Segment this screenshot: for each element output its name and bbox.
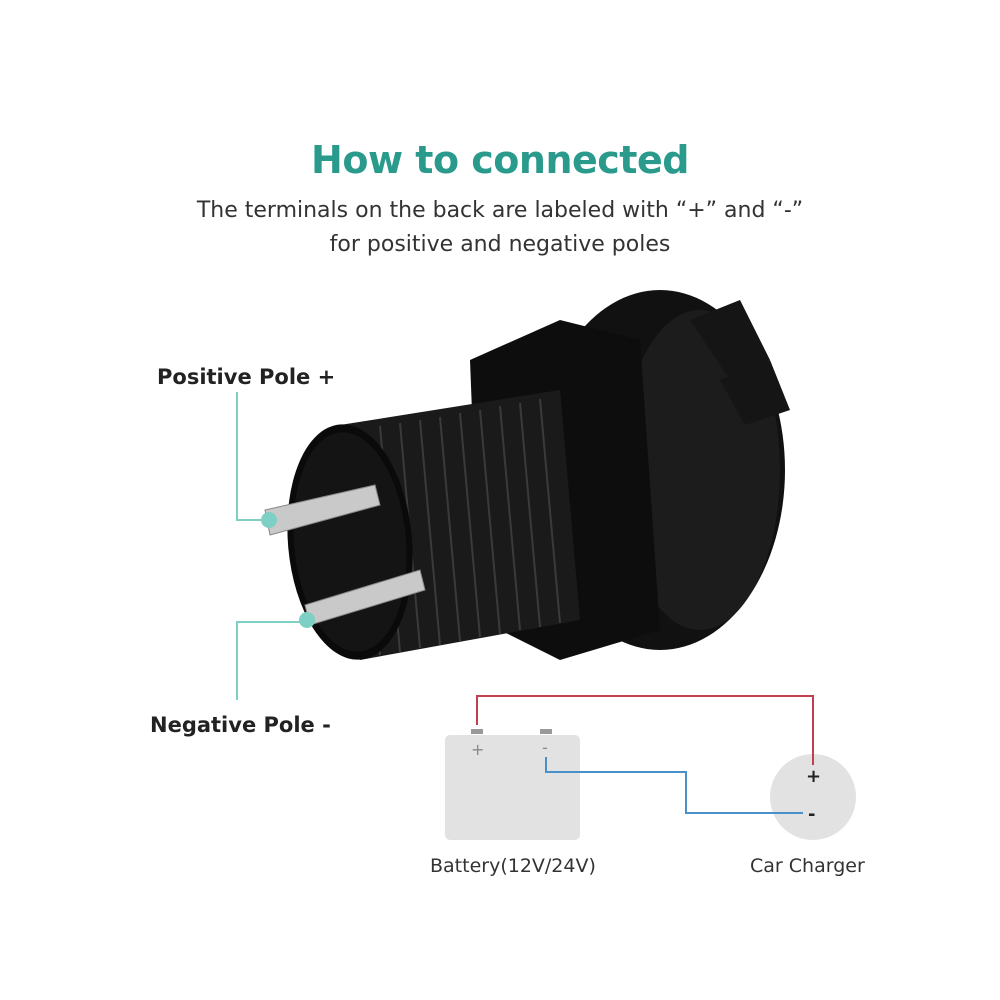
charger-label: Car Charger <box>750 855 865 877</box>
charger-plus-sign: + <box>806 766 821 787</box>
callout-lines <box>236 392 306 700</box>
battery-minus-sign: - <box>542 738 548 757</box>
negative-pole-label: Negative Pole - <box>150 713 331 737</box>
battery-negative-terminal <box>540 729 552 734</box>
negative-wire <box>545 757 803 814</box>
negative-callout-dot <box>299 612 315 628</box>
positive-pole-label: Positive Pole + <box>157 365 336 389</box>
battery-positive-terminal <box>471 729 483 734</box>
subtitle-line-1: The terminals on the back are labeled wi… <box>196 198 804 223</box>
battery-plus-sign: + <box>471 740 484 759</box>
page-title: How to connected <box>311 138 689 182</box>
charger-minus-sign: - <box>808 804 815 825</box>
charger-icon <box>770 754 856 840</box>
positive-wire <box>476 695 814 765</box>
battery-icon <box>445 735 580 840</box>
threaded-body <box>287 390 580 660</box>
subtitle-line-2: for positive and negative poles <box>329 232 671 257</box>
positive-callout-dot <box>261 512 277 528</box>
battery-label: Battery(12V/24V) <box>430 855 596 877</box>
